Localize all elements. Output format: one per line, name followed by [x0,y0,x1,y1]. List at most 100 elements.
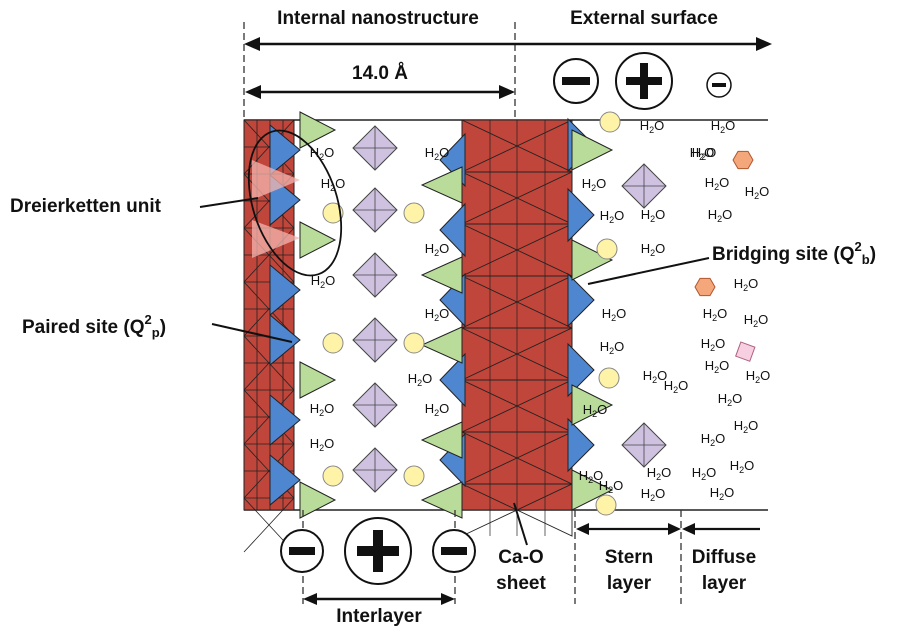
water-molecule-text: H [641,241,650,256]
bridging-site-label-prefix: Bridging site (Q [712,244,855,265]
water-molecule-subscript: 2 [434,248,439,258]
water-molecule-text: O [616,306,626,321]
water-molecule-text: O [324,436,334,451]
water-molecule-text: O [439,306,449,321]
interlayer-arrow-head-right [441,593,455,605]
water-molecule-subscript: 2 [591,183,596,193]
water-molecule-text: H [701,431,710,446]
water-molecule-subscript: 2 [743,425,748,435]
paired-silicate-tetrahedron [269,123,301,177]
yellow-ion [403,465,425,487]
water-molecule: H2O [701,431,726,448]
water-molecule: H2O [425,241,450,258]
paired-silicate-tetrahedron [567,187,595,243]
water-molecule-text: O [325,273,335,288]
water-molecule: H2O [705,175,730,192]
water-molecule-subscript: 2 [611,313,616,323]
yellow-ion [403,202,425,224]
water-molecule: H2O [321,176,346,193]
bridging-site-label-sub: b [862,252,870,267]
water-molecule-text: H [310,436,319,451]
water-molecule-text: O [657,368,667,383]
water-molecule: H2O [664,378,689,395]
water-molecule: H2O [599,478,624,495]
water-molecule-subscript: 2 [699,152,704,162]
bridging-silicate-tetrahedron [420,421,463,459]
yellow-ion [322,202,344,224]
water-molecule-text: O [655,486,665,501]
water-molecule-text: H [311,273,320,288]
water-molecule: H2O [583,402,608,419]
water-molecule: H2O [408,371,433,388]
paired-silicate-tetrahedron [567,342,595,398]
cao-sheet-label-line2: sheet [496,573,546,594]
paired-silicate-tetrahedron [269,453,301,507]
water-molecule: H2O [641,486,666,503]
ca-o-grid-line [243,443,295,499]
water-molecule-text: O [725,118,735,133]
bridging-silicate-tetrahedron [420,481,463,519]
paired-site-label-sup: 2 [145,312,152,327]
water-molecule-text: O [614,208,624,223]
water-molecule-text: H [734,276,743,291]
water-molecule-subscript: 2 [592,409,597,419]
water-molecule: H2O [710,485,735,502]
water-molecule-text: H [692,465,701,480]
water-molecule-text: H [425,401,434,416]
water-molecule: H2O [582,176,607,193]
water-molecule-text: H [582,176,591,191]
counter-ion-hexagon [732,150,754,170]
water-molecule-subscript: 2 [434,313,439,323]
water-molecule-text: O [759,184,769,199]
water-molecule: H2O [734,418,759,435]
bridging-site-label-suffix: ) [870,244,876,265]
water-molecule-text: H [602,306,611,321]
water-molecule-text: H [701,336,710,351]
water-molecule-subscript: 2 [608,485,613,495]
water-molecule-subscript: 2 [609,215,614,225]
stern-layer-label-line2: layer [607,573,652,594]
paired-silicate-tetrahedron [567,417,595,473]
water-molecule: H2O [734,276,759,293]
bridging-silicate-tetrahedron [571,384,614,426]
water-molecule: H2O [705,358,730,375]
yellow-ion [598,367,620,389]
water-molecule-subscript: 2 [330,183,335,193]
water-molecule-text: H [730,458,739,473]
bridging-site-pointer [587,257,710,285]
water-molecule: H2O [602,306,627,323]
water-molecule: H2O [745,184,770,201]
water-molecule-text: O [704,145,714,160]
water-molecule-subscript: 2 [319,152,324,162]
water-molecule: H2O [310,145,335,162]
top-charge-minus-small [706,72,732,98]
paired-silicate-tetrahedron [439,202,466,258]
water-molecule-text: H [745,184,754,199]
water-molecule-subscript: 2 [650,493,655,503]
water-molecule-subscript: 2 [434,408,439,418]
region-arrow-head-left [244,37,260,51]
paired-site-label-sub: p [152,325,160,340]
counter-ion-square [735,341,756,362]
water-molecule-subscript: 2 [720,125,725,135]
top-charge-plus [615,52,673,110]
water-molecule-text: H [734,418,743,433]
water-molecule-text: O [719,175,729,190]
water-molecule-text: O [719,358,729,373]
water-molecule: H2O [310,401,335,418]
bottom-charge-minus-left [280,529,324,573]
water-molecule-text: O [596,176,606,191]
water-molecule-subscript: 2 [739,465,744,475]
water-molecule-text: H [321,176,330,191]
water-molecule-text: O [748,276,758,291]
water-molecule: H2O [600,339,625,356]
water-molecule-subscript: 2 [434,152,439,162]
water-molecule-subscript: 2 [719,492,724,502]
water-molecule-text: H [711,118,720,133]
water-molecule-text: O [744,458,754,473]
ca-o-grid-line [243,389,295,445]
water-molecule: H2O [744,312,769,329]
water-molecule-subscript: 2 [701,472,706,482]
water-molecule-text: O [715,431,725,446]
